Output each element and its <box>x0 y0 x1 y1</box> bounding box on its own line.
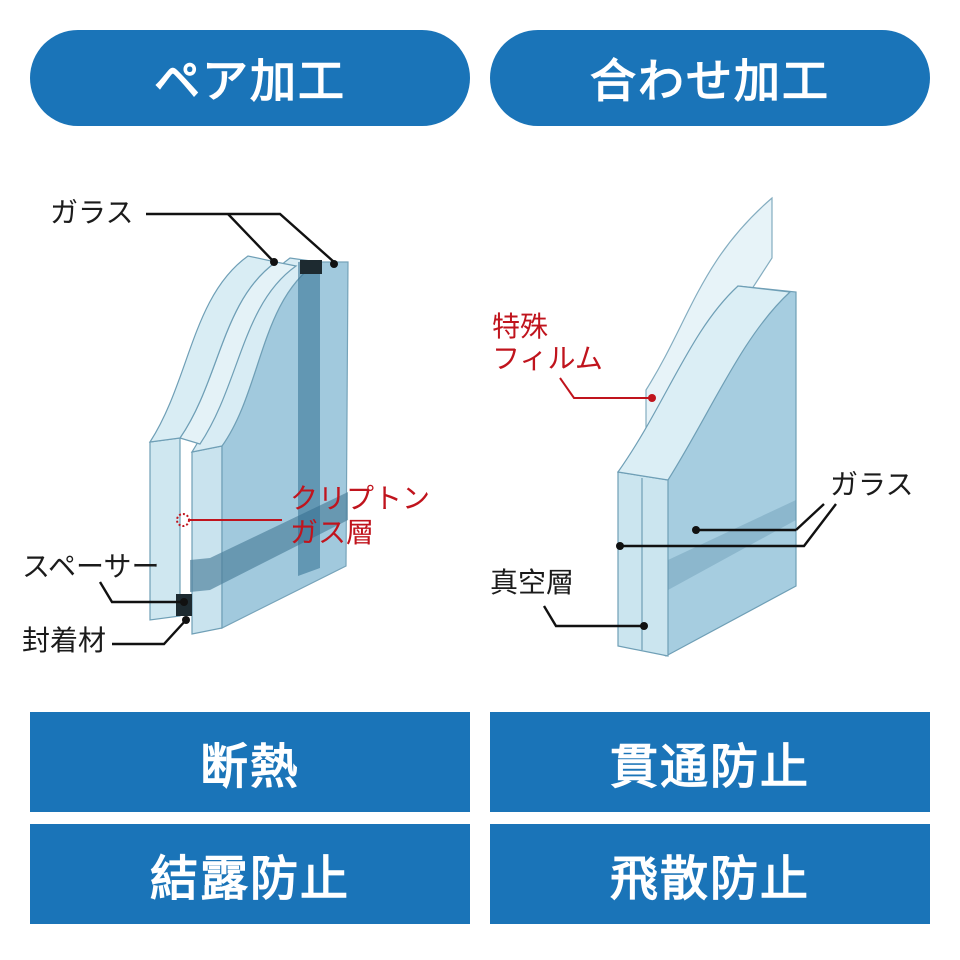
vacuum-layer-label: 真空層 <box>490 566 575 599</box>
vacuum-leader <box>542 605 644 628</box>
pair-glass-diagram <box>98 212 349 646</box>
header-laminated-processing: 合わせ加工 <box>490 30 930 126</box>
pair-glass-leader <box>146 212 335 263</box>
spacer-label: スペーサー <box>22 550 160 583</box>
header-pair-processing: ペア加工 <box>30 30 470 126</box>
feature-insulation: 断熱 <box>30 712 470 812</box>
gas-layer-marker <box>176 513 190 527</box>
sealant-leader <box>112 619 187 646</box>
feature-penetration-prevention: 貫通防止 <box>490 712 930 812</box>
gas-layer-label-line1: クリプトン <box>290 482 431 515</box>
pair-back-pane <box>191 445 223 635</box>
laminated-glass-leader <box>620 503 837 548</box>
pair-front-pane <box>149 437 181 621</box>
laminated-glass-label: ガラス <box>830 468 914 501</box>
sealant-label: 封着材 <box>22 624 107 657</box>
film-label-line1: 特殊 <box>492 310 549 343</box>
feature-shatter-prevention: 飛散防止 <box>490 824 930 924</box>
pair-glass-label: ガラス <box>50 196 134 229</box>
laminated-glass-diagram <box>542 196 837 657</box>
film-leader <box>559 377 652 399</box>
feature-condensation-prevention: 結露防止 <box>30 824 470 924</box>
spacer-leader <box>98 581 182 604</box>
film-label-line2: フィルム <box>492 342 603 375</box>
gas-layer-label-line2: ガス層 <box>290 516 375 549</box>
